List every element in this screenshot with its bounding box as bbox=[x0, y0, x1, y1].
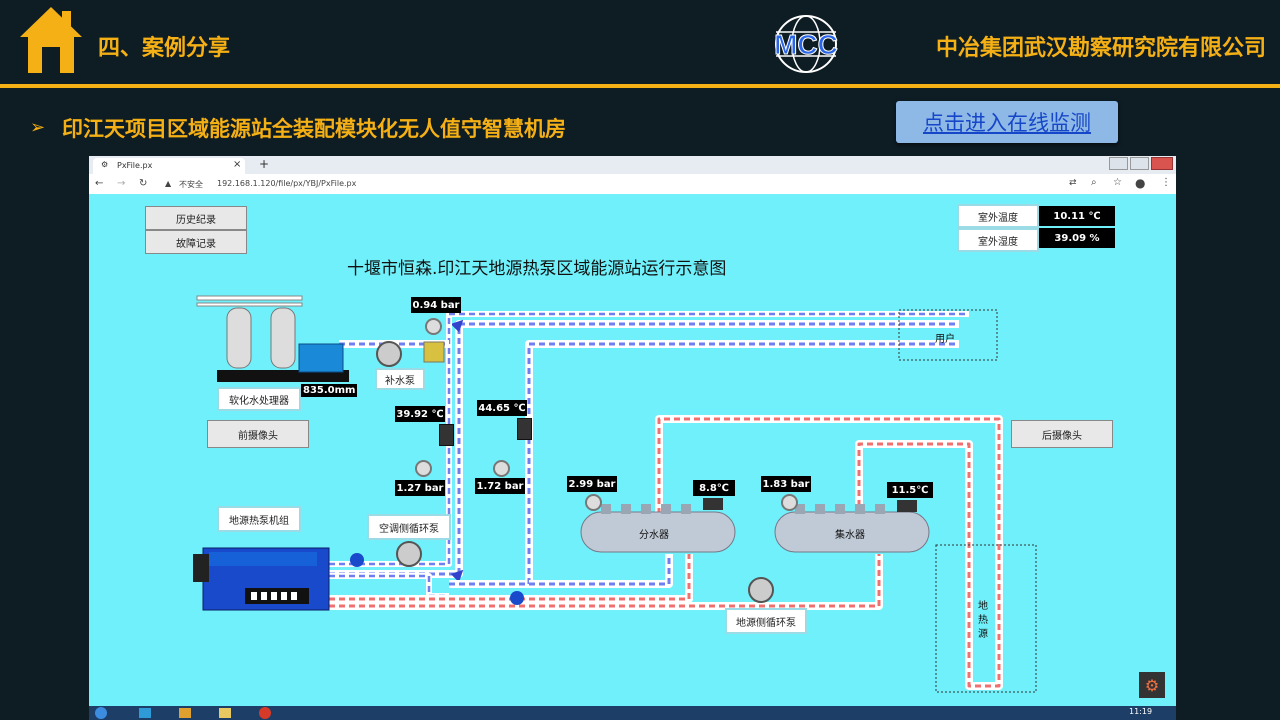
explorer-folder-icon[interactable] bbox=[219, 708, 231, 718]
pipe-diagram bbox=[193, 295, 1037, 693]
pressure-reading: 1.72 bar bbox=[475, 478, 525, 494]
diagram-title: 十堰市恒森.印江天地源热泵区域能源站运行示意图 bbox=[347, 259, 727, 279]
scada-canvas: 历史纪录 故障记录 前摄像头 后摄像头 室外温度 10.11 ℃ 室外湿度 39… bbox=[89, 194, 1176, 706]
distributor-label: 分水器 bbox=[639, 530, 669, 541]
home-icon[interactable] bbox=[18, 3, 84, 75]
softener-label: 软化水处理器 bbox=[217, 387, 301, 411]
outdoor-humidity-value: 39.09 % bbox=[1039, 228, 1115, 248]
pressure-reading: 0.94 bar bbox=[411, 297, 461, 313]
url-field[interactable]: 192.168.1.120/file/px/YBJ/PxFile.px bbox=[217, 179, 357, 188]
history-record-button[interactable]: 历史纪录 bbox=[145, 206, 247, 230]
subtitle: 印江天项目区域能源站全装配模块化无人值守智慧机房 bbox=[62, 117, 566, 141]
ground-source-label: 地 热 源 bbox=[978, 601, 988, 640]
pressure-reading: 1.27 bar bbox=[395, 480, 445, 496]
address-bar-row: ← → ↻ ▲ 不安全 192.168.1.120/file/px/YBJ/Px… bbox=[89, 174, 1176, 195]
start-button-icon[interactable] bbox=[95, 707, 107, 719]
zoom-icon[interactable]: ⌕ bbox=[1091, 177, 1097, 188]
new-tab-button[interactable]: + bbox=[259, 157, 270, 171]
pressure-reading: 2.99 bar bbox=[567, 476, 617, 492]
pressure-gauge-icon bbox=[415, 460, 432, 477]
mcc-logo: MCC bbox=[760, 14, 852, 74]
insecure-label: 不安全 bbox=[179, 180, 203, 189]
close-window-button[interactable] bbox=[1150, 157, 1174, 170]
bullet-arrow-icon: ➢ bbox=[30, 117, 46, 138]
tank-level-value: 835.0mm bbox=[301, 384, 358, 397]
taskbar-clock: 11:19 bbox=[1129, 707, 1153, 716]
window-controls bbox=[1109, 157, 1174, 170]
bookmark-star-icon[interactable]: ☆ bbox=[1113, 177, 1122, 188]
front-camera-button[interactable]: 前摄像头 bbox=[207, 420, 309, 448]
minimize-button[interactable] bbox=[1109, 157, 1128, 170]
translate-icon[interactable]: ⇄ bbox=[1069, 178, 1077, 188]
temperature-reading: 8.8℃ bbox=[693, 480, 735, 496]
menu-icon[interactable]: ⋮ bbox=[1161, 177, 1171, 188]
rear-camera-button[interactable]: 后摄像头 bbox=[1011, 420, 1113, 448]
svg-text:MCC: MCC bbox=[774, 29, 838, 60]
browser-tab[interactable]: ⚙ PxFile.px × bbox=[93, 158, 245, 174]
temperature-sensor-icon bbox=[517, 418, 532, 440]
temperature-sensor-icon bbox=[439, 424, 454, 446]
temperature-reading: 11.5℃ bbox=[887, 482, 933, 498]
ground-pump-label: 地源侧循环泵 bbox=[725, 608, 807, 634]
tab-bar: ⚙ PxFile.px × + bbox=[89, 156, 1176, 174]
collector-label: 集水器 bbox=[835, 530, 865, 541]
pressure-gauge-icon bbox=[585, 494, 602, 511]
chrome-icon[interactable] bbox=[259, 707, 271, 719]
ie-icon[interactable] bbox=[139, 708, 151, 718]
company-name: 中冶集团武汉勘察研究院有限公司 bbox=[935, 36, 1266, 61]
pressure-gauge-icon bbox=[781, 494, 798, 511]
header-divider bbox=[0, 84, 1280, 88]
maximize-button[interactable] bbox=[1129, 157, 1149, 170]
ac-pump-label: 空调侧循环泵 bbox=[367, 514, 451, 540]
temperature-reading: 39.92 ℃ bbox=[395, 406, 445, 422]
profile-icon[interactable]: ● bbox=[1135, 176, 1146, 190]
temperature-reading: 44.65 ℃ bbox=[477, 400, 527, 416]
outdoor-temp-label: 室外温度 bbox=[957, 204, 1039, 228]
warning-icon: ▲ bbox=[165, 179, 172, 188]
section-title: 四、案例分享 bbox=[98, 36, 231, 61]
reload-icon[interactable]: ↻ bbox=[139, 178, 148, 189]
pressure-gauge-icon bbox=[425, 318, 442, 335]
outdoor-humidity-label: 室外湿度 bbox=[957, 228, 1039, 252]
pressure-reading: 1.83 bar bbox=[761, 476, 811, 492]
back-icon[interactable]: ← bbox=[95, 178, 104, 189]
windows-taskbar: 11:19 bbox=[89, 706, 1176, 720]
online-monitor-button[interactable]: 点击进入在线监测 bbox=[896, 101, 1118, 143]
browser-window: ⚙ PxFile.px × + ← → ↻ ▲ 不安全 192.168.1.12… bbox=[89, 156, 1176, 720]
media-player-icon[interactable] bbox=[179, 708, 191, 718]
heat-pump-unit-label: 地源热泵机组 bbox=[217, 506, 301, 532]
tab-close-icon[interactable]: × bbox=[233, 159, 242, 170]
user-label: 用户 bbox=[935, 334, 955, 345]
makeup-pump-label: 补水泵 bbox=[375, 368, 425, 390]
tab-favicon-icon: ⚙ bbox=[101, 160, 109, 169]
outdoor-temp-value: 10.11 ℃ bbox=[1039, 206, 1115, 226]
pressure-gauge-icon bbox=[493, 460, 510, 477]
settings-gear-icon[interactable]: ⚙ bbox=[1139, 672, 1165, 698]
tab-title: PxFile.px bbox=[117, 161, 153, 170]
fault-record-button[interactable]: 故障记录 bbox=[145, 230, 247, 254]
forward-icon[interactable]: → bbox=[117, 178, 126, 189]
temperature-sensor-icon bbox=[897, 500, 917, 512]
temperature-sensor-icon bbox=[703, 498, 723, 510]
